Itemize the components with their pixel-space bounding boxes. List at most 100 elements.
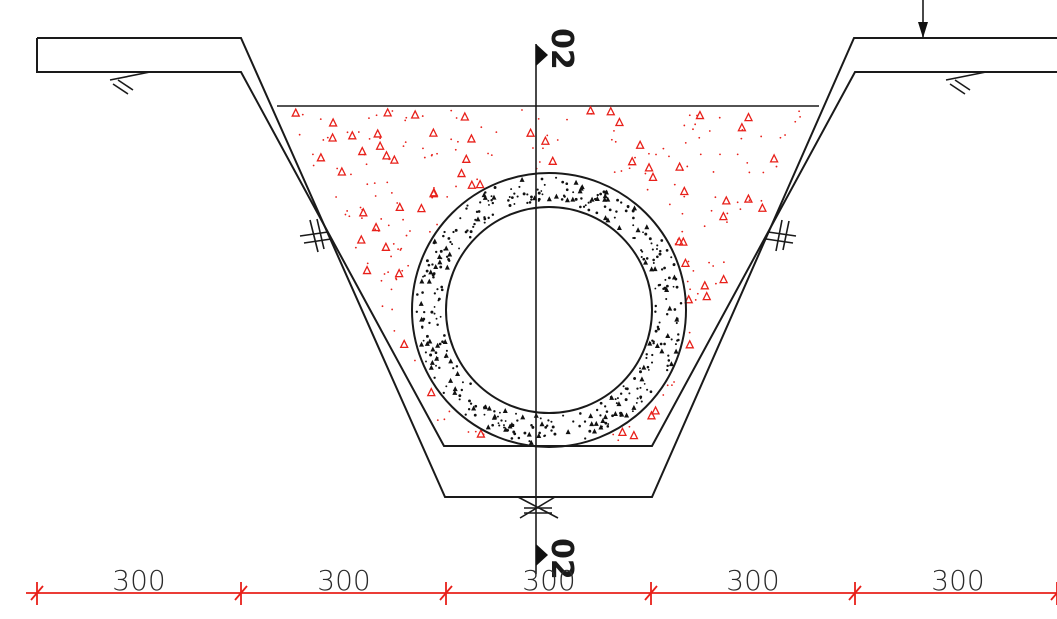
dimension-label: 300 — [931, 564, 984, 597]
concrete-grain — [458, 394, 462, 398]
concrete-grain — [508, 203, 512, 207]
backfill-grain — [556, 139, 559, 141]
backfill-grain — [431, 153, 433, 156]
concrete-grain — [578, 424, 581, 428]
concrete-grain — [631, 410, 634, 413]
backfill-aggregate — [769, 153, 779, 163]
concrete-grain — [654, 329, 658, 333]
pipe-inner-wall — [445, 206, 653, 414]
backfill-aggregate — [375, 140, 385, 150]
backfill-grain — [346, 131, 349, 134]
concrete-grain — [579, 412, 582, 415]
backfill-grain — [422, 147, 424, 150]
concrete-grain — [513, 432, 517, 436]
concrete-grain — [415, 310, 418, 313]
concrete-grain — [633, 207, 636, 211]
backfill-grain — [746, 161, 749, 164]
concrete-aggregate — [673, 348, 679, 354]
concrete-grain — [611, 414, 614, 418]
backfill-grain — [718, 116, 721, 119]
pipe-outer-wall — [411, 172, 687, 448]
concrete-grain — [468, 399, 471, 403]
concrete-grain — [436, 323, 439, 327]
concrete-grain — [433, 292, 436, 295]
backfill-aggregate — [585, 105, 596, 115]
backfill-aggregate — [617, 426, 627, 436]
concrete-grain — [503, 426, 506, 429]
backfill-aggregate — [461, 153, 471, 163]
concrete-grain — [421, 326, 424, 329]
concrete-grain — [646, 388, 649, 391]
concrete-grain — [645, 356, 648, 359]
concrete-grain — [614, 398, 617, 401]
backfill-grain — [448, 410, 451, 413]
backfill-grain — [474, 430, 477, 433]
concrete-grain — [672, 285, 675, 288]
backfill-aggregate — [680, 257, 691, 268]
concrete-grain — [667, 359, 671, 362]
dimension-label: 300 — [317, 564, 370, 597]
concrete-grain — [441, 340, 444, 344]
backfill-grain — [374, 228, 377, 231]
backfill-aggregate — [456, 168, 467, 178]
backfill-grain — [612, 433, 615, 436]
backfill-aggregate — [674, 236, 684, 246]
backfill-aggregate — [395, 201, 405, 212]
concrete-aggregate — [507, 423, 513, 429]
concrete-grain — [493, 186, 497, 189]
concrete-aggregate — [593, 420, 599, 426]
concrete-grain — [416, 293, 419, 296]
concrete-aggregate — [437, 259, 443, 265]
backfill-grain — [610, 138, 613, 141]
concrete-aggregate — [616, 401, 622, 407]
backfill-grain — [662, 147, 665, 150]
backfill-grain — [467, 431, 470, 433]
backfill-grain — [312, 153, 314, 156]
concrete-grain — [530, 198, 533, 201]
concrete-grain — [483, 221, 486, 224]
concrete-grain — [513, 192, 516, 195]
concrete-grain — [469, 382, 472, 385]
backfill-aggregate — [644, 162, 654, 172]
concrete-grain — [650, 242, 653, 245]
backfill-grain — [740, 137, 743, 140]
concrete-grain — [540, 177, 544, 181]
concrete-grain — [435, 317, 438, 320]
backfill-grain — [537, 117, 540, 120]
concrete-grain — [447, 258, 450, 261]
concrete-grain — [640, 249, 643, 252]
concrete-grain — [422, 275, 425, 278]
backfill-grain — [365, 163, 368, 166]
concrete-grain — [615, 402, 618, 405]
concrete-grain — [588, 429, 592, 433]
concrete-aggregate — [616, 224, 622, 230]
backfill-grain — [450, 138, 453, 141]
backfill-aggregate — [399, 338, 409, 349]
backfill-grain — [357, 131, 360, 133]
backfill-grain — [404, 141, 407, 143]
concrete-aggregate — [428, 269, 434, 275]
backfill-grain — [683, 124, 686, 127]
concrete-grain — [670, 256, 673, 259]
concrete-grain — [574, 197, 578, 201]
concrete-aggregate — [588, 413, 594, 419]
concrete-grain — [589, 200, 592, 203]
concrete-grain — [596, 193, 599, 197]
backfill-grain — [714, 196, 717, 199]
concrete-grain — [632, 237, 635, 240]
backfill-aggregate — [702, 291, 712, 301]
concrete-grain — [607, 423, 610, 425]
concrete-aggregate — [491, 414, 497, 420]
backfill-grain — [614, 140, 617, 143]
backfill-aggregate — [389, 154, 399, 164]
backfill-grain — [402, 218, 404, 221]
concrete-grain — [632, 224, 635, 227]
concrete-aggregate — [448, 358, 454, 364]
backfill-grain — [620, 170, 623, 172]
backfill-aggregate — [347, 130, 357, 140]
concrete-grain — [639, 370, 643, 374]
concrete-aggregate — [519, 176, 525, 182]
concrete-grain — [644, 232, 648, 236]
concrete-grain — [528, 201, 532, 204]
